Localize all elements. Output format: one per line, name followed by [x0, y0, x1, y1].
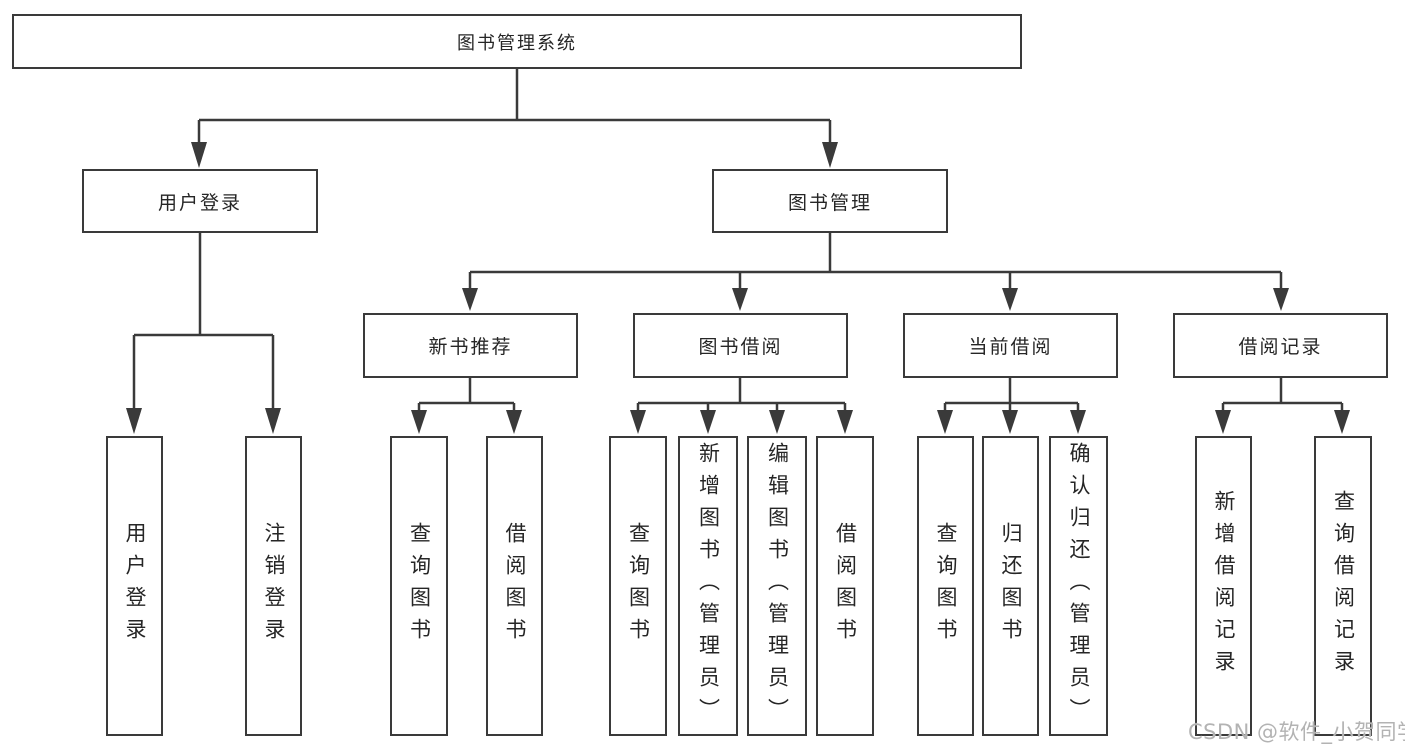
node-book-borrowing: 图书借阅	[633, 313, 848, 378]
node-leaf-query-books-current: 查询图书	[917, 436, 974, 736]
node-label: 查询图书	[626, 522, 651, 650]
node-label: 注销登录	[262, 522, 286, 650]
node-label: 查询图书	[934, 522, 958, 650]
node-book-management: 图书管理	[712, 169, 948, 233]
node-label: 当前借阅	[968, 336, 1053, 358]
node-label: 借阅记录	[1238, 336, 1323, 358]
node-current-borrowing: 当前借阅	[903, 313, 1118, 378]
node-leaf-confirm-return-admin: 确认归还（管理员）	[1049, 436, 1108, 736]
node-leaf-logout-login: 注销登录	[245, 436, 302, 736]
node-leaf-edit-books-admin: 编辑图书（管理员）	[747, 436, 807, 736]
node-leaf-query-borrow-record: 查询借阅记录	[1314, 436, 1372, 736]
node-label: 查询图书	[407, 522, 432, 650]
node-label: 新增借阅记录	[1212, 490, 1236, 682]
node-leaf-return-books: 归还图书	[982, 436, 1039, 736]
node-borrowing-records: 借阅记录	[1173, 313, 1388, 378]
node-label: 查询借阅记录	[1331, 490, 1356, 682]
node-library-system: 图书管理系统	[12, 14, 1022, 69]
node-label: 确认归还（管理员）	[1067, 442, 1091, 730]
node-label: 图书管理	[787, 191, 872, 214]
node-label: 用户登录	[157, 191, 242, 214]
node-leaf-query-books-borrow: 查询图书	[609, 436, 667, 736]
node-label: 图书借阅	[698, 336, 783, 358]
node-label: 借阅图书	[833, 522, 858, 650]
node-leaf-borrow-books: 借阅图书	[816, 436, 874, 736]
node-label: 新增图书（管理员）	[696, 442, 721, 730]
arrowheads	[126, 142, 1350, 434]
node-new-book-recommend: 新书推荐	[363, 313, 578, 378]
node-label: 新书推荐	[428, 336, 513, 358]
node-leaf-user-login: 用户登录	[106, 436, 163, 736]
node-label: 用户登录	[123, 522, 147, 650]
node-user-login: 用户登录	[82, 169, 318, 233]
node-label: 编辑图书（管理员）	[765, 442, 790, 730]
node-leaf-add-borrow-record: 新增借阅记录	[1195, 436, 1252, 736]
node-leaf-add-books-admin: 新增图书（管理员）	[678, 436, 738, 736]
node-leaf-query-books-recommend: 查询图书	[390, 436, 448, 736]
node-label: 图书管理系统	[457, 32, 577, 54]
node-leaf-borrow-books-recommend: 借阅图书	[486, 436, 543, 736]
csdn-watermark: CSDN @软件_小贺同学	[1188, 720, 1405, 744]
node-label: 归还图书	[999, 522, 1023, 650]
node-label: 借阅图书	[503, 522, 527, 650]
